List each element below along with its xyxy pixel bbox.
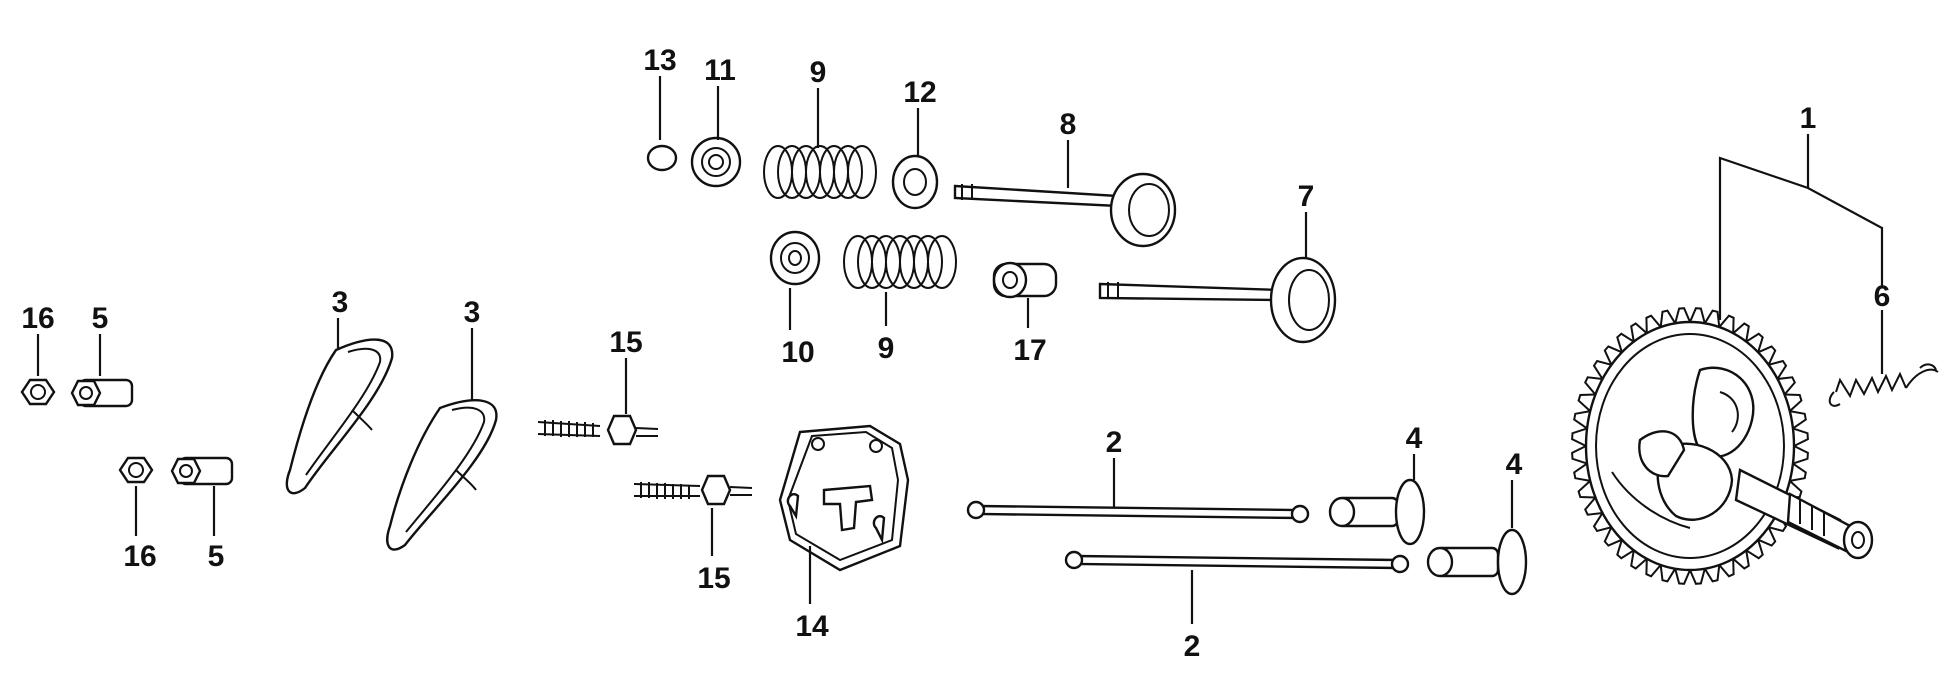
label-16-lower: 16 (123, 540, 156, 573)
gear-tooth (1573, 462, 1591, 482)
part-16-nut-lower (118, 456, 154, 484)
gear-tooth (1689, 568, 1706, 585)
part-2-pushrod-upper (966, 500, 1310, 524)
label-12: 12 (903, 76, 936, 109)
part-1-camshaft (1571, 307, 1874, 585)
gear-tooth (1703, 309, 1721, 328)
part-4-tappet-upper (1328, 478, 1426, 546)
leader-lines (36, 76, 1884, 624)
gear-tooth (1792, 445, 1809, 465)
label-6: 6 (1874, 280, 1891, 313)
label-1: 1 (1800, 102, 1817, 135)
gear-tooth (1630, 322, 1648, 342)
gear-tooth (1757, 526, 1777, 547)
part-3-rocker-arm-left (285, 338, 394, 495)
gear-tooth (1616, 332, 1635, 353)
gear-teeth (1571, 307, 1809, 585)
gear-tooth (1732, 322, 1750, 342)
label-2-lower: 2 (1184, 630, 1201, 663)
part-7-valve (1098, 256, 1337, 344)
gear-tooth (1689, 307, 1706, 324)
gear-tooth (1792, 427, 1809, 447)
gear-tooth (1573, 410, 1591, 430)
gear-tooth (1789, 462, 1807, 482)
label-10: 10 (781, 336, 814, 369)
gear-tooth (1616, 539, 1635, 560)
label-9-lower: 9 (878, 332, 895, 365)
part-15-stud-lower (633, 474, 753, 506)
label-11: 11 (704, 54, 736, 87)
label-16-upper: 16 (21, 302, 54, 335)
gear-tooth (1584, 496, 1603, 516)
label-5-lower: 5 (208, 540, 225, 573)
label-17: 17 (1013, 334, 1046, 367)
part-10-retainer (769, 230, 821, 286)
part-2-pushrod-lower (1064, 550, 1410, 574)
gear-tooth (1757, 345, 1777, 366)
gear-tooth (1603, 345, 1623, 366)
part-5-pivot-upper (70, 378, 134, 408)
gear-tooth (1768, 359, 1788, 380)
gear-tooth (1571, 445, 1588, 465)
label-4-lower: 4 (1506, 448, 1523, 481)
callout-labels: 13 11 9 12 8 7 1 10 9 17 16 5 16 5 3 3 1… (21, 44, 1890, 663)
gear-tooth (1645, 314, 1662, 334)
label-7: 7 (1298, 180, 1315, 213)
gear-tooth (1789, 410, 1807, 430)
part-6-spring (1828, 363, 1939, 407)
label-13: 13 (643, 44, 676, 77)
gear-tooth (1674, 568, 1691, 585)
part-3-rocker-arm-right (386, 399, 498, 551)
part-17-stem-seal (992, 261, 1058, 299)
part-14-guide-plate (778, 424, 910, 572)
label-3-left: 3 (332, 286, 349, 319)
gear-tooth (1603, 526, 1623, 547)
gear-tooth (1577, 480, 1596, 499)
label-2-upper: 2 (1106, 426, 1123, 459)
gear-tooth (1777, 376, 1796, 396)
label-4-upper: 4 (1406, 422, 1423, 455)
part-8-valve (953, 172, 1177, 248)
part-4-tappet-lower (1426, 528, 1528, 596)
label-3-right: 3 (464, 296, 481, 329)
part-12-washer (891, 154, 939, 210)
part-11-retainer (690, 136, 742, 188)
gear-tooth (1659, 309, 1677, 328)
gear-tooth (1571, 427, 1588, 447)
gear-tooth (1584, 376, 1603, 396)
gear-tooth (1718, 314, 1735, 334)
label-8: 8 (1060, 108, 1077, 141)
label-9-upper: 9 (810, 56, 827, 89)
label-15-upper: 15 (609, 326, 642, 359)
part-15-stud-upper (537, 414, 659, 446)
part-16-nut-upper (20, 378, 56, 406)
gear-tooth (1659, 564, 1677, 583)
gear-tooth (1732, 550, 1750, 570)
gear-tooth (1630, 550, 1648, 570)
gear-tooth (1674, 307, 1691, 324)
part-9-spring-upper (763, 145, 877, 199)
gear-tooth (1718, 558, 1735, 578)
gear-tooth (1592, 512, 1612, 533)
gear-tooth (1577, 393, 1596, 412)
part-5-pivot-lower (170, 456, 234, 486)
part-9-spring-lower (843, 235, 957, 289)
label-5-upper: 5 (92, 302, 109, 335)
gear-tooth (1703, 564, 1721, 583)
label-15-lower: 15 (697, 562, 730, 595)
gear-tooth (1745, 539, 1764, 560)
part-13-cap (646, 144, 678, 172)
gear-tooth (1745, 332, 1764, 353)
label-14: 14 (795, 610, 829, 643)
gear-tooth (1784, 393, 1803, 412)
gear-tooth (1645, 558, 1662, 578)
gear-tooth (1592, 359, 1612, 380)
